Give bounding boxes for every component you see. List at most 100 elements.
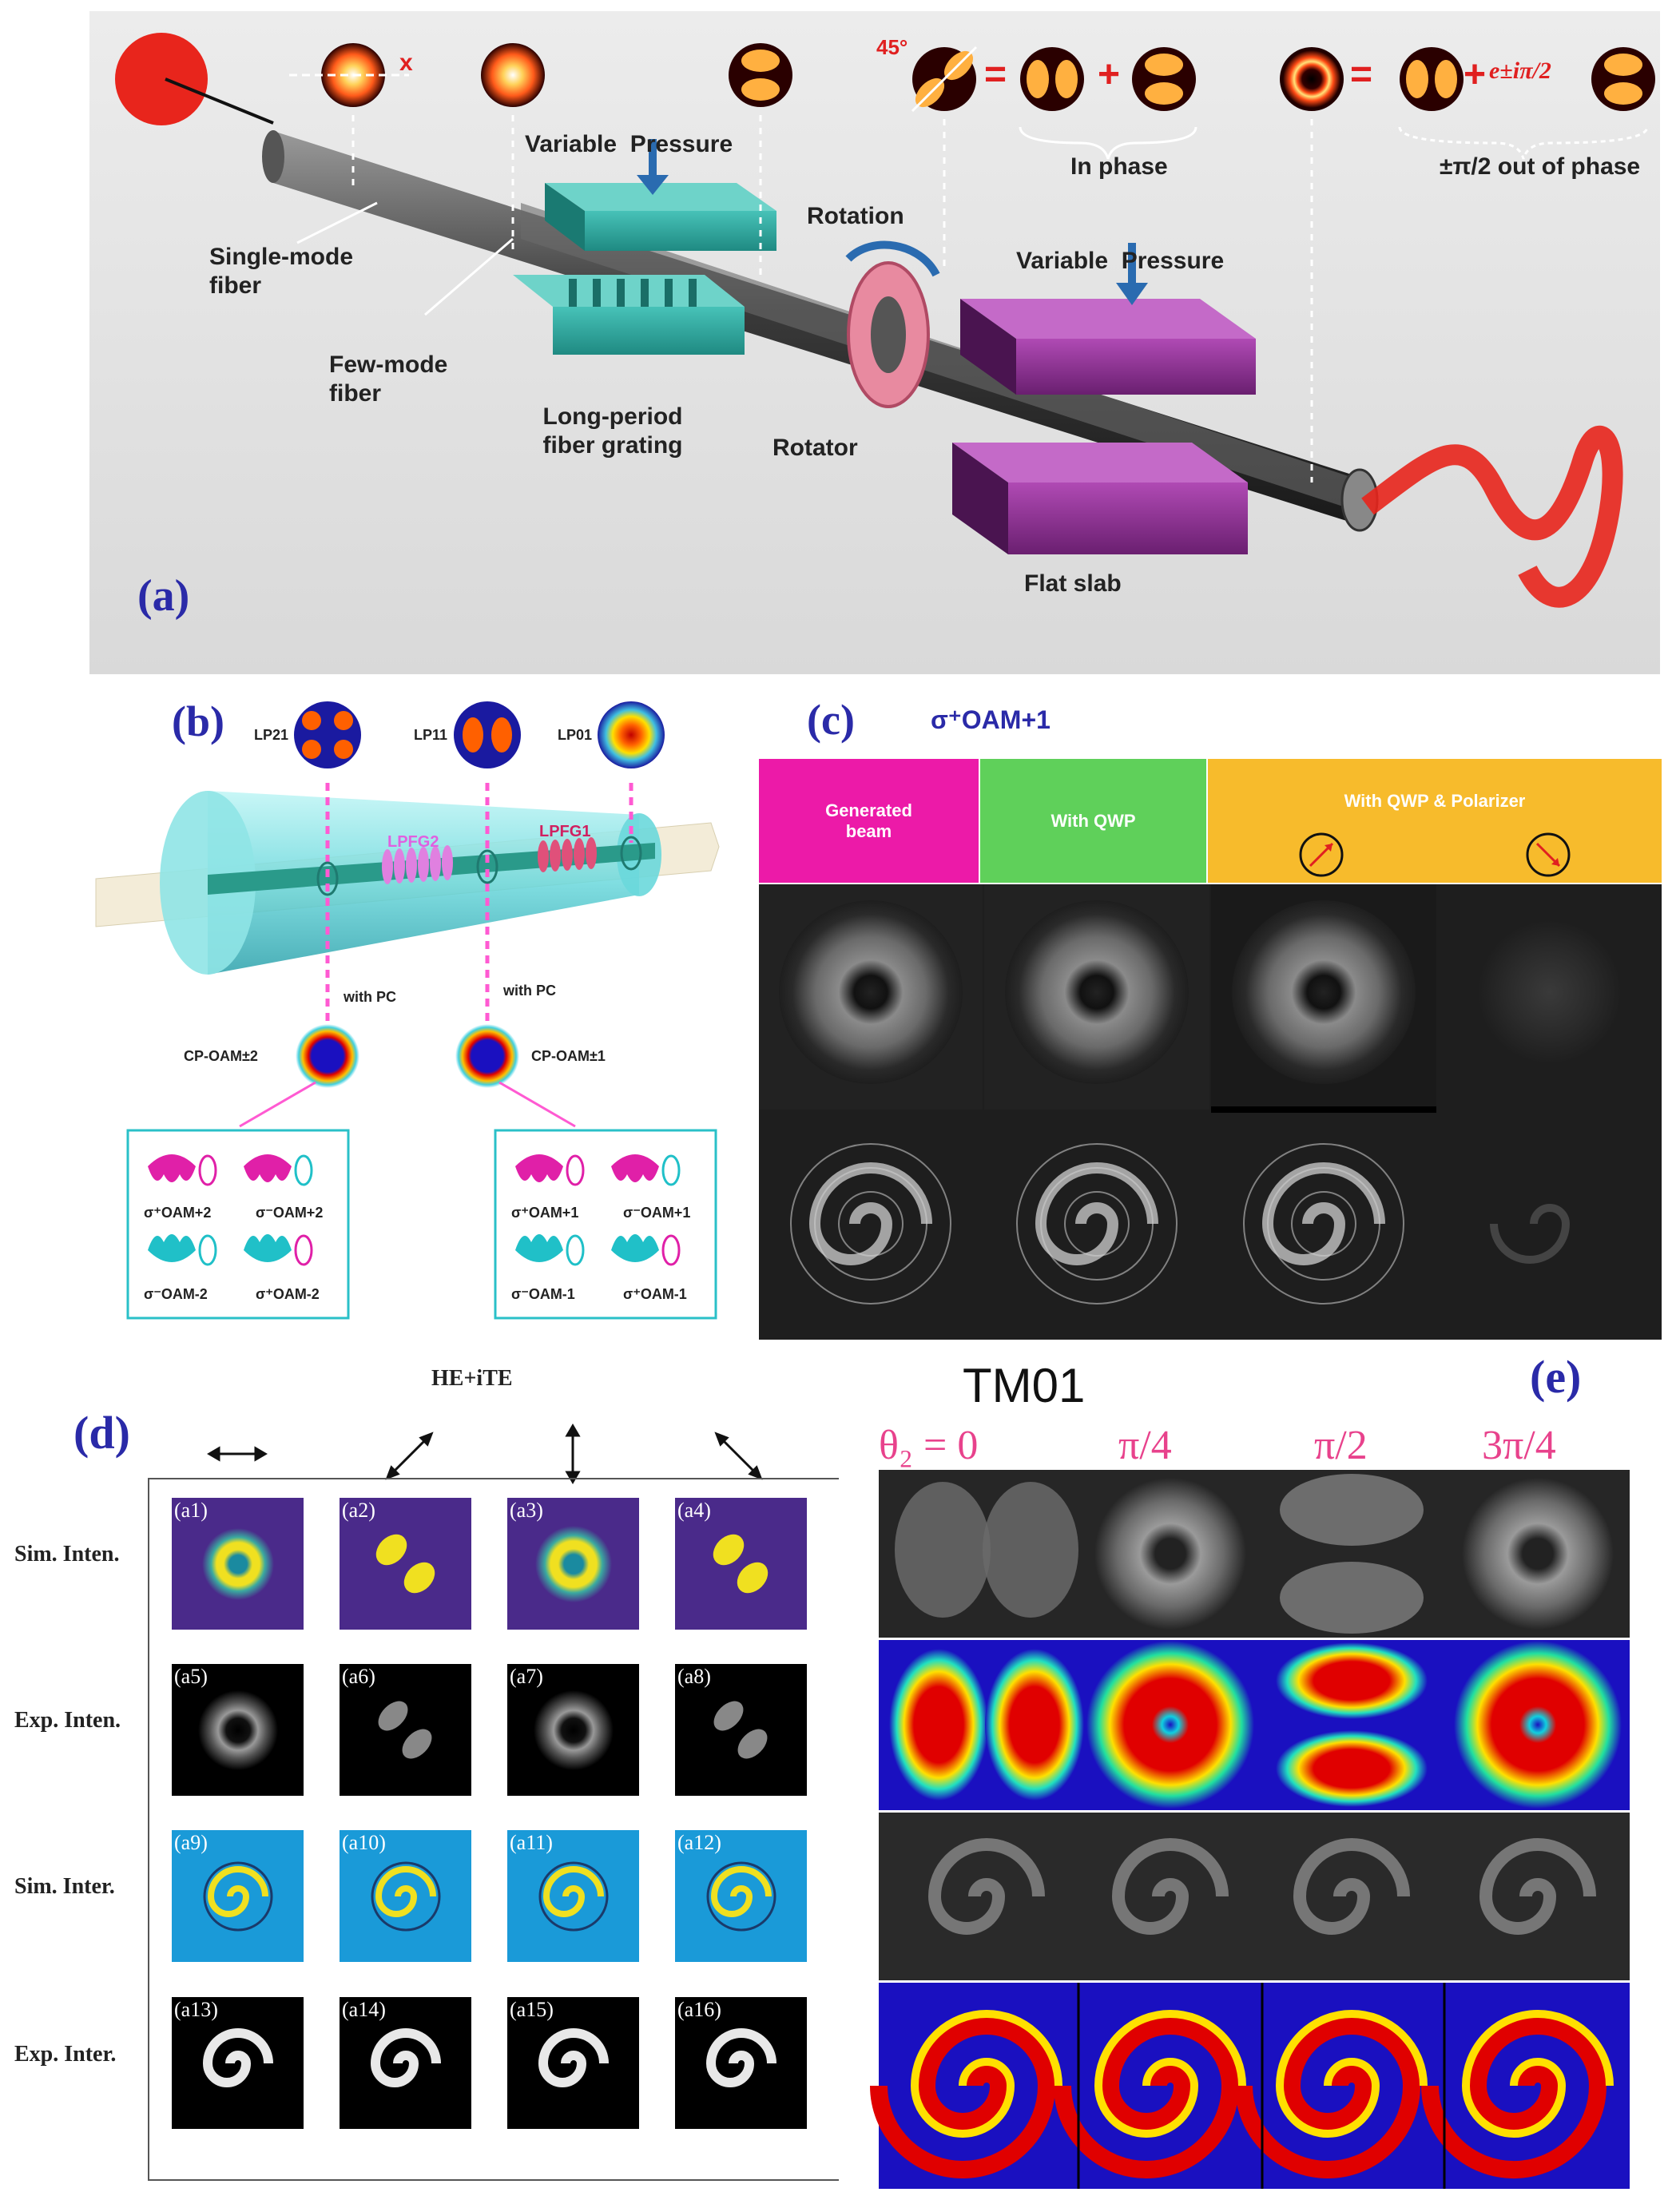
panel-c-images [759,884,1662,1340]
x-axis-label: x [399,50,413,76]
in-phase-label: In phase [1070,153,1168,180]
input-beam-disk [115,33,208,125]
eq-sign-1: = [984,54,1007,96]
cell-label-a7: (a7) [510,1665,543,1688]
rotator-label: Rotator [772,435,858,461]
mode-spot-donut [1280,47,1344,111]
panel-a-illustration [115,33,1655,608]
box-left-label-4: σ⁺OAM-2 [256,1286,320,1302]
panel-d-frame [148,1478,839,2181]
lp01-label: LP01 [558,727,593,743]
angle-label-3pi4: 3π/4 [1482,1423,1556,1468]
header-with-qwp: With QWP [980,759,1206,883]
cell-label-a1: (a1) [174,1499,208,1522]
cell-label-a4: (a4) [677,1499,711,1522]
cell-label-a16: (a16) [677,1998,721,2021]
fmf-leader [424,237,514,316]
box-left-label-3: σ⁻OAM-2 [144,1286,208,1302]
header-with-qwp-polarizer-text: With QWP & Polarizer [1344,791,1526,811]
panel-d-title: HE+iTE [431,1366,513,1391]
pressure-arrow-1 [637,139,669,195]
variable-pressure-label-1: Variable Pressure [525,131,733,157]
panel-e-letter: (e) [1530,1351,1582,1403]
cell-label-a9: (a9) [174,1831,208,1854]
cp-oam-2-spot [296,1024,359,1088]
output-helix [1361,426,1623,608]
lpfg2-label: LPFG2 [387,833,439,851]
cell-label-a8: (a8) [677,1665,711,1688]
box-left-label-1: σ⁺OAM+2 [144,1205,212,1221]
eq-sign-2: = [1350,54,1373,96]
panel-b: (b) LP21 LP11 LP01 LPFG2 LPFG1 with PC w… [80,687,767,1334]
plus-sign-2: + [1464,54,1487,96]
rotation-arrow [845,240,940,277]
cell-label-a5: (a5) [174,1665,208,1688]
lp21-spot [294,701,361,768]
row-label-exp-inter: Exp. Inter. [14,2042,117,2067]
panel-e-title: TM01 [963,1359,1086,1412]
single-mode-fiber-label: Single-mode fiber [209,244,354,299]
row-label-sim-inter: Sim. Inter. [14,1874,115,1899]
panel-d-letter: (d) [73,1407,130,1459]
lp11-label: LP11 [414,727,448,743]
with-pc-label-1: with PC [344,989,396,1005]
polarization-arrows [207,1424,763,1484]
lpfg-label: Long-period fiber grating [542,403,683,459]
smf-leader [296,201,378,244]
plus-sign-1: + [1098,54,1121,96]
cell-label-a13: (a13) [174,1998,218,2021]
box-right-label-3: σ⁻OAM-1 [511,1286,575,1302]
box-left-label-2: σ⁻OAM+2 [256,1205,324,1221]
flat-slab-label: Flat slab [1024,570,1122,597]
polarizer-135-icon [1526,832,1571,877]
box-right-label-4: σ⁺OAM-1 [623,1286,687,1302]
cell-label-a14: (a14) [342,1998,386,2021]
box-right-label-2: σ⁻OAM+1 [623,1205,691,1221]
header-with-qwp-text: With QWP [1050,810,1136,831]
cp-oam-2-label: CP-OAM±2 [184,1048,258,1064]
lp21-label: LP21 [254,727,289,743]
row-label-sim-inten: Sim. Inten. [14,1542,120,1567]
rotation-label: Rotation [807,203,904,229]
angle-label-pi4: π/4 [1118,1423,1172,1468]
cell-label-a12: (a12) [677,1831,721,1854]
cell-label-a3: (a3) [510,1499,543,1522]
input-arrow [165,77,274,125]
header-generated-beam: Generated beam [759,759,979,883]
pressure-arrow-2 [1116,243,1148,305]
angle-label-pi2: π/2 [1314,1423,1368,1468]
cell-label-a11: (a11) [510,1831,553,1854]
panel-e-images [870,1470,1630,2189]
panel-a: x 45° = + = + e±iπ/2 Variable Pressure I… [89,11,1660,674]
angle-label-0: θ₂ = 0 [879,1423,979,1468]
out-of-phase-label: ±π/2 out of phase [1440,153,1641,180]
cell-label-a2: (a2) [342,1499,375,1522]
with-pc-label-2: with PC [503,983,556,999]
few-mode-fiber-label: Few-mode fiber [329,351,448,407]
cell-label-a15: (a15) [510,1998,554,2021]
panel-c-letter: (c) [807,696,855,744]
header-with-qwp-polarizer: With QWP & Polarizer [1208,759,1662,883]
box-right-label-1: σ⁺OAM+1 [511,1205,579,1221]
cp-oam-1-label: CP-OAM±1 [531,1048,606,1064]
variable-pressure-label-2: Variable Pressure [1016,248,1225,274]
lpfg1-label: LPFG1 [539,823,591,840]
angle-label: 45° [876,35,908,59]
exp-term: e±iπ/2 [1489,58,1551,84]
panel-d-grid [172,1498,807,2129]
panel-c: (c) σ⁺OAM+1 Generated beam With QWP With… [759,687,1662,1350]
panel-b-illustration [95,701,720,1320]
panel-d: HE+iTE (d) Sim. Inten. Exp. Inten. Sim. … [0,1358,847,2189]
panel-b-letter: (b) [172,697,224,745]
header-generated-beam-text: Generated beam [825,800,912,841]
cell-label-a6: (a6) [342,1665,375,1688]
panel-a-letter: (a) [137,571,190,621]
panel-e: TM01 (e) θ₂ = 0 π/4 π/2 3π/4 [863,1351,1680,2196]
cell-label-a10: (a10) [342,1831,386,1854]
mode-spot-2 [481,43,545,107]
polarizer-45-icon [1299,832,1344,877]
panel-c-title: σ⁺OAM+1 [931,705,1050,734]
cp-oam-1-spot [455,1024,519,1088]
polarizer-icons [1299,832,1571,877]
row-label-exp-inten: Exp. Inten. [14,1708,121,1733]
